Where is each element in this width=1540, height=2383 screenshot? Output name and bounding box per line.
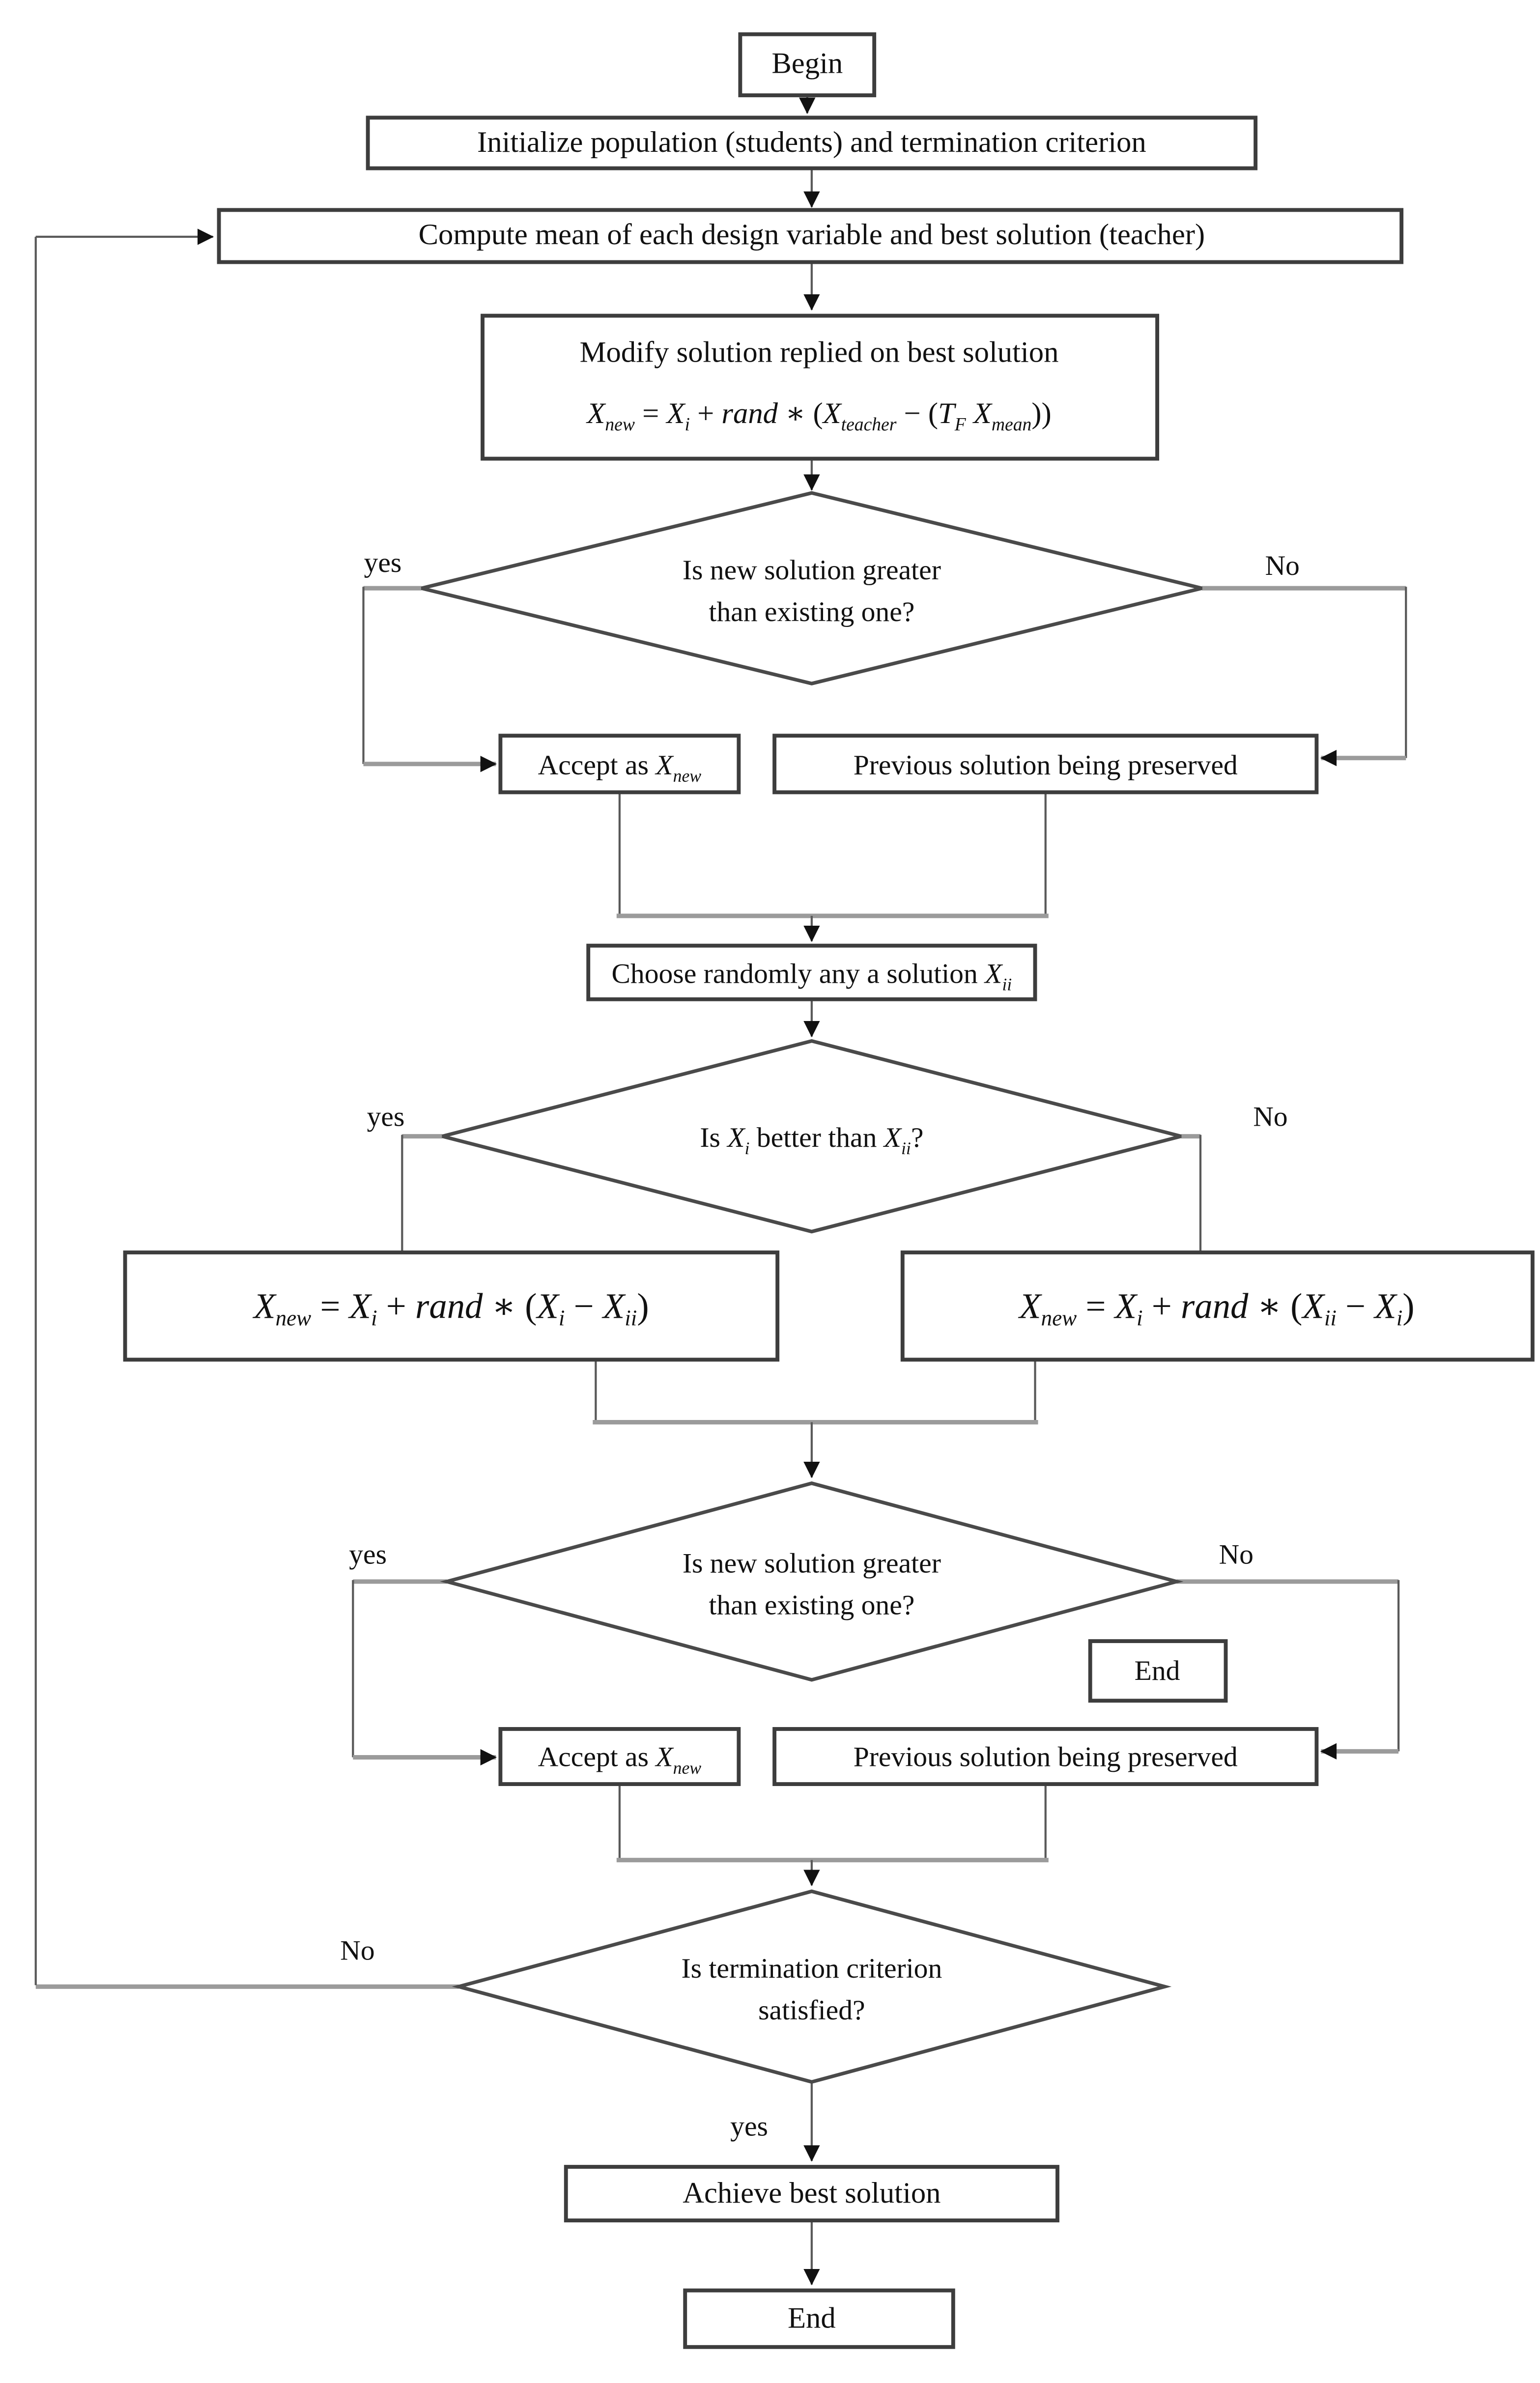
preserve-learner-node: Previous solution being preserved [772,1727,1319,1787]
preserve-teacher-node: Previous solution being preserved [772,734,1319,794]
decision2-diamond [442,1039,1182,1234]
preserve1-box [772,734,1319,794]
begin-box [738,32,877,97]
decision4-diamond [452,1889,1172,2084]
accept2-box [498,1727,741,1787]
compute-node: Compute mean of each design variable and… [217,208,1404,264]
begin-node: Begin [738,32,877,97]
compute-box [217,208,1404,264]
accept-learner-node: Accept as Xnew [498,1727,741,1787]
edges [34,95,1407,2286]
decision1-line1: Is new solution greater [683,555,941,586]
end-side-box [1088,1639,1228,1703]
update-xi-better-node: Xnew = Xi + rand ∗ (Xi − Xii) [123,1250,780,1362]
nodes: Begin Initialize population (students) a… [123,32,1535,2349]
decision-learner-phase: Is new solution greater than existing on… [440,1481,1184,1682]
formula-right-label: Xnew = Xi + rand ∗ (Xii − Xi) [1018,1286,1414,1330]
decision2-no-label: No [1253,1101,1287,1132]
preserve2-label: Previous solution being preserved [854,1742,1238,1773]
formula-left-label: Xnew = Xi + rand ∗ (Xi − Xii) [252,1286,649,1330]
decision3-diamond [440,1481,1184,1682]
begin-label: Begin [771,47,843,80]
initialize-box [366,115,1258,170]
compute-label: Compute mean of each design variable and… [419,218,1205,251]
formula-left-box [123,1250,780,1362]
initialize-node: Initialize population (students) and ter… [366,115,1258,170]
edge-labels: yes No yes No yes No No yes [340,547,1300,2142]
decision-learner-compare: Is Xi better than Xii? [442,1039,1182,1234]
achieve-label: Achieve best solution [683,2177,941,2210]
modify-formula: Xnew = Xi + rand ∗ (Xteacher − (TF Xmean… [585,397,1051,435]
preserve1-label: Previous solution being preserved [854,750,1238,781]
decision-teacher-phase: Is new solution greater than existing on… [421,491,1202,685]
preserve2-box [772,1727,1319,1787]
accept-teacher-node: Accept as Xnew [498,734,741,794]
formula-right-box [900,1250,1535,1362]
decision4-no-label: No [340,1935,374,1966]
decision4-yes-label: yes [730,2111,768,2142]
decision1-yes-label: yes [364,547,402,578]
decision3-line1: Is new solution greater [683,1548,941,1579]
update-xii-better-node: Xnew = Xi + rand ∗ (Xii − Xi) [900,1250,1535,1362]
decision4-line2: satisfied? [758,1995,865,2026]
decision3-yes-label: yes [349,1539,387,1570]
accept2-label: Accept as Xnew [538,1742,702,1778]
decision4-line1: Is termination criterion [681,1953,942,1984]
decision-termination: Is termination criterion satisfied? [452,1889,1172,2084]
choose-label: Choose randomly any a solution Xii [612,958,1012,994]
accept1-box [498,734,741,794]
end-final-node: End [683,2288,955,2349]
decision3-no-label: No [1219,1539,1253,1570]
accept1-label: Accept as Xnew [538,750,702,786]
decision1-no-label: No [1265,550,1299,581]
initialize-label: Initialize population (students) and ter… [477,126,1146,159]
achieve-best-node: Achieve best solution [564,2165,1059,2223]
decision1-line2: than existing one? [709,596,914,627]
decision1-diamond [421,491,1202,685]
modify-box [481,313,1159,461]
decision2-label: Is Xi better than Xii? [700,1122,923,1158]
choose-box [586,943,1037,1001]
decision2-yes-label: yes [367,1101,405,1132]
modify-node: Modify solution replied on best solution… [481,313,1159,461]
modify-title: Modify solution replied on best solution [580,336,1059,369]
end-final-box [683,2288,955,2349]
end-final-label: End [788,2301,836,2334]
achieve-box [564,2165,1059,2223]
end-side-node: End [1088,1639,1228,1703]
choose-random-node: Choose randomly any a solution Xii [586,943,1037,1001]
end-side-label: End [1135,1655,1180,1686]
decision3-line2: than existing one? [709,1590,914,1621]
